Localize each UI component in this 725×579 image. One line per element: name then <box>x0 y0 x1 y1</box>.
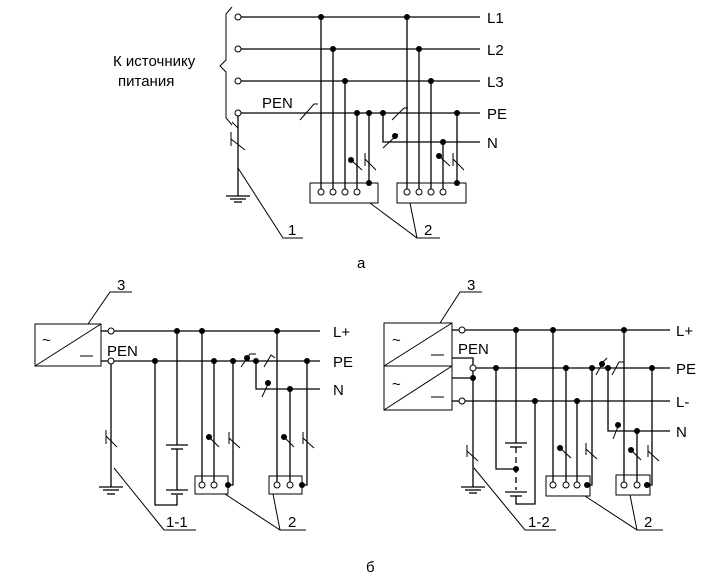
receiver-2 <box>396 182 467 204</box>
converter-ac-symbol: ~ <box>42 332 51 349</box>
diagram-a: К источнику питания L1 L2 L3 PE N PEN 1 <box>113 6 507 272</box>
label-PE: PE <box>487 106 507 123</box>
callout-1-leader <box>237 167 303 239</box>
callout-1-2: 1-2 <box>528 514 550 531</box>
bus-N <box>382 113 480 143</box>
pen-break-mark <box>299 103 318 121</box>
receiver-1 <box>309 182 379 204</box>
callout-1-1: 1-1 <box>166 514 188 531</box>
callout-3: 3 <box>117 277 125 294</box>
label-PEN: PEN <box>262 95 293 112</box>
pe-break-mark <box>391 107 408 121</box>
terminal-L1 <box>234 13 242 21</box>
bus-N <box>255 361 320 390</box>
converter-lower <box>383 365 453 411</box>
label-N: N <box>333 382 344 399</box>
callout-3-leader <box>87 291 132 325</box>
converter-ac-symbol-upper: ~ <box>392 332 401 349</box>
terminal-PEN <box>234 109 242 117</box>
callout-2: 2 <box>424 222 432 239</box>
source-brace <box>219 6 233 126</box>
terminal-L2 <box>234 45 242 53</box>
converter-ac-symbol-lower: ~ <box>392 376 401 393</box>
label-PEN: PEN <box>458 341 489 358</box>
callout-3-right: 3 <box>467 277 475 294</box>
caption-b: б <box>366 559 375 576</box>
label-L-plus: L+ <box>333 324 350 341</box>
label-L-minus: L- <box>676 394 689 411</box>
label-PE: PE <box>333 354 353 371</box>
diagram-b-right: ~ ~ 3 L+ PE L- N PEN 1-2 <box>383 277 696 531</box>
label-L3: L3 <box>487 74 504 91</box>
label-L2: L2 <box>487 42 504 59</box>
converter <box>34 323 102 367</box>
source-label-line2: питания <box>118 73 174 90</box>
source-label-line1: К источнику <box>113 53 196 70</box>
label-N: N <box>676 424 687 441</box>
label-PE: PE <box>676 361 696 378</box>
label-N: N <box>487 135 498 152</box>
callout-2-left: 2 <box>288 514 296 531</box>
label-L-plus: L+ <box>676 323 693 340</box>
diagram-b-left: ~ 3 L+ PE N PEN 1-1 <box>34 277 353 531</box>
label-L1: L1 <box>487 10 504 27</box>
ground-break-mark <box>230 132 246 151</box>
caption-a: а <box>357 255 366 272</box>
receiver-1-right <box>545 475 591 497</box>
callout-2-right: 2 <box>644 514 652 531</box>
callout-1: 1 <box>288 222 296 239</box>
label-PEN: PEN <box>107 343 138 360</box>
callout-2-leader <box>369 202 440 239</box>
terminal-L3 <box>234 77 242 85</box>
